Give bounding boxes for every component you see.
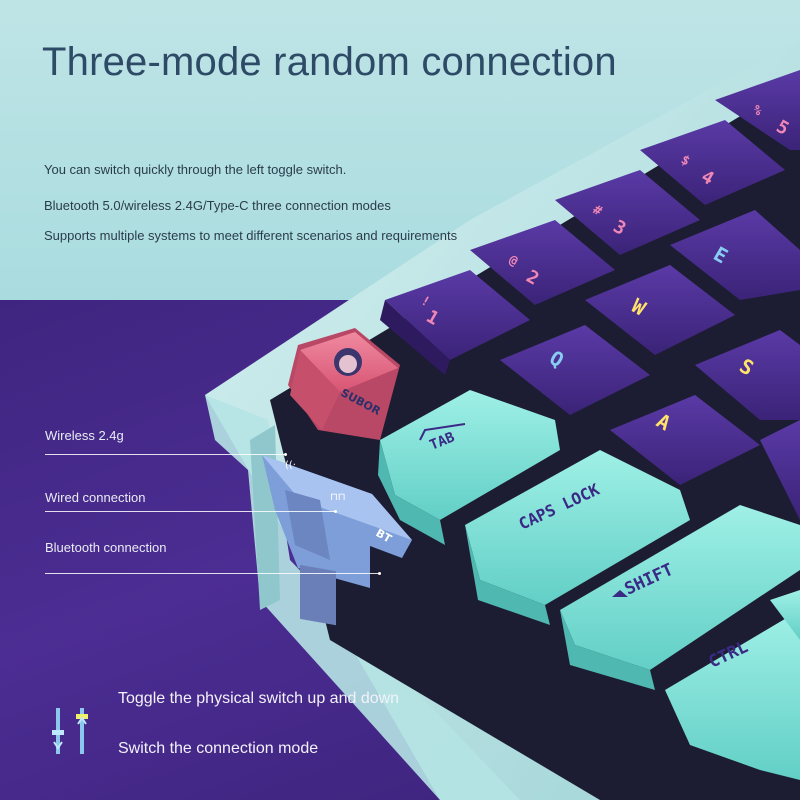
page-title: Three-mode random connection [42, 40, 617, 84]
callout-wireless: Wireless 2.4g [45, 428, 124, 443]
shift-arrow-icon [612, 590, 628, 597]
description-line-1: You can switch quickly through the left … [44, 162, 347, 177]
key-ctrl [665, 610, 800, 780]
key-q [500, 325, 650, 415]
key-4 [640, 120, 785, 205]
key-1 [385, 270, 530, 360]
key-tab [380, 390, 560, 520]
mint-keycaps [378, 390, 800, 780]
description-line-2: Bluetooth 5.0/wireless 2.4G/Type-C three… [44, 198, 391, 213]
callout-wired: Wired connection [45, 490, 146, 505]
callout-line-wireless [45, 454, 285, 455]
mode-toggle-switch: ((· ⊓⊓ BT [250, 425, 412, 626]
description-line-3: Supports multiple systems to meet differ… [44, 228, 458, 243]
brand-keycap: SUBOR [288, 328, 400, 440]
key-2 [470, 220, 615, 305]
key-s [695, 330, 800, 420]
callout-line-bluetooth [45, 573, 380, 574]
callout-line-wired [45, 511, 335, 512]
key-w [585, 265, 735, 355]
purple-keycaps [380, 70, 800, 520]
instruction-toggle: Toggle the physical switch up and down [118, 690, 400, 707]
wired-mode-icon: ⊓⊓ [330, 492, 346, 503]
key-caps [465, 450, 690, 605]
key-e [670, 210, 800, 300]
slider-toggle-icon [52, 708, 88, 754]
key-a [610, 395, 760, 485]
instruction-switch-mode: Switch the connection mode [118, 740, 319, 757]
key-3 [555, 170, 700, 255]
callout-bluetooth: Bluetooth connection [45, 540, 167, 555]
wireless-mode-icon: ((· [285, 460, 296, 471]
key-shift [560, 505, 800, 670]
key-5 [715, 70, 800, 150]
